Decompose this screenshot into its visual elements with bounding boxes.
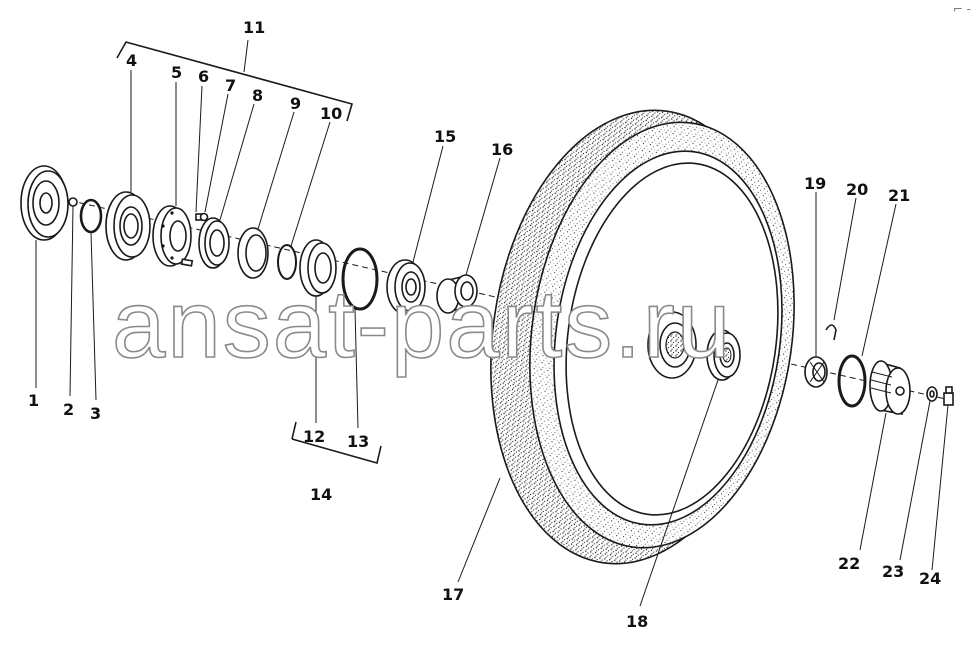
- part-21-ring: [837, 354, 867, 408]
- label-7: 7: [225, 76, 236, 95]
- label-22: 22: [838, 554, 860, 573]
- label-24: 24: [919, 569, 941, 588]
- label-19: 19: [804, 174, 826, 193]
- label-21: 21: [888, 186, 910, 205]
- label-1: 1: [28, 391, 39, 410]
- corner-mark: ⌐ -: [952, 2, 971, 16]
- part-1-hub-cap: [20, 165, 69, 241]
- label-15: 15: [434, 127, 456, 146]
- watermark-text: ansat-parts.ru: [112, 271, 732, 378]
- part-20-cotter-pin: [825, 324, 837, 341]
- label-23: 23: [882, 562, 904, 581]
- part-24-grease-nipple: [943, 386, 954, 406]
- leader-lines: [35, 39, 949, 607]
- part-19-castle-nut: [804, 356, 828, 388]
- part-7-washer: [199, 212, 209, 222]
- part-22-dust-cap: [869, 360, 911, 415]
- part-4-seal-housing: [105, 191, 151, 261]
- label-13: 13: [347, 432, 369, 451]
- label-11: 11: [243, 18, 265, 37]
- part-2-nut: [68, 197, 78, 207]
- part-9-ring: [237, 227, 269, 279]
- label-2: 2: [63, 400, 74, 419]
- part-8-seal-ring: [198, 217, 230, 269]
- label-20: 20: [846, 180, 868, 199]
- part-16-bushing: [436, 274, 478, 314]
- label-14: 14: [310, 485, 332, 504]
- label-6: 6: [198, 67, 209, 86]
- part-5-flange: [152, 205, 192, 267]
- label-17: 17: [442, 585, 464, 604]
- label-16: 16: [491, 140, 513, 159]
- label-12: 12: [303, 427, 325, 446]
- part-number-labels: 1 2 3 4 5 6 7 8 9 10 11 12 13 14 15 16 1…: [28, 18, 941, 631]
- label-18: 18: [626, 612, 648, 631]
- label-3: 3: [90, 404, 101, 423]
- part-12-seal: [299, 239, 337, 297]
- label-9: 9: [290, 94, 301, 113]
- part-18-hub-bearing: [706, 329, 741, 381]
- part-23-washer: [926, 386, 938, 402]
- part-13-o-ring: [341, 247, 379, 311]
- label-10: 10: [320, 104, 342, 123]
- bracket-group-14: [291, 421, 297, 440]
- bracket-group-11: [116, 41, 353, 122]
- label-5: 5: [171, 63, 182, 82]
- bracket-group-14-base: [291, 438, 382, 464]
- label-4: 4: [126, 51, 137, 70]
- label-8: 8: [252, 86, 263, 105]
- part-10-thin-ring: [277, 244, 297, 280]
- part-17-wheel-tyre: [490, 109, 795, 565]
- part-15-bearing: [386, 259, 426, 315]
